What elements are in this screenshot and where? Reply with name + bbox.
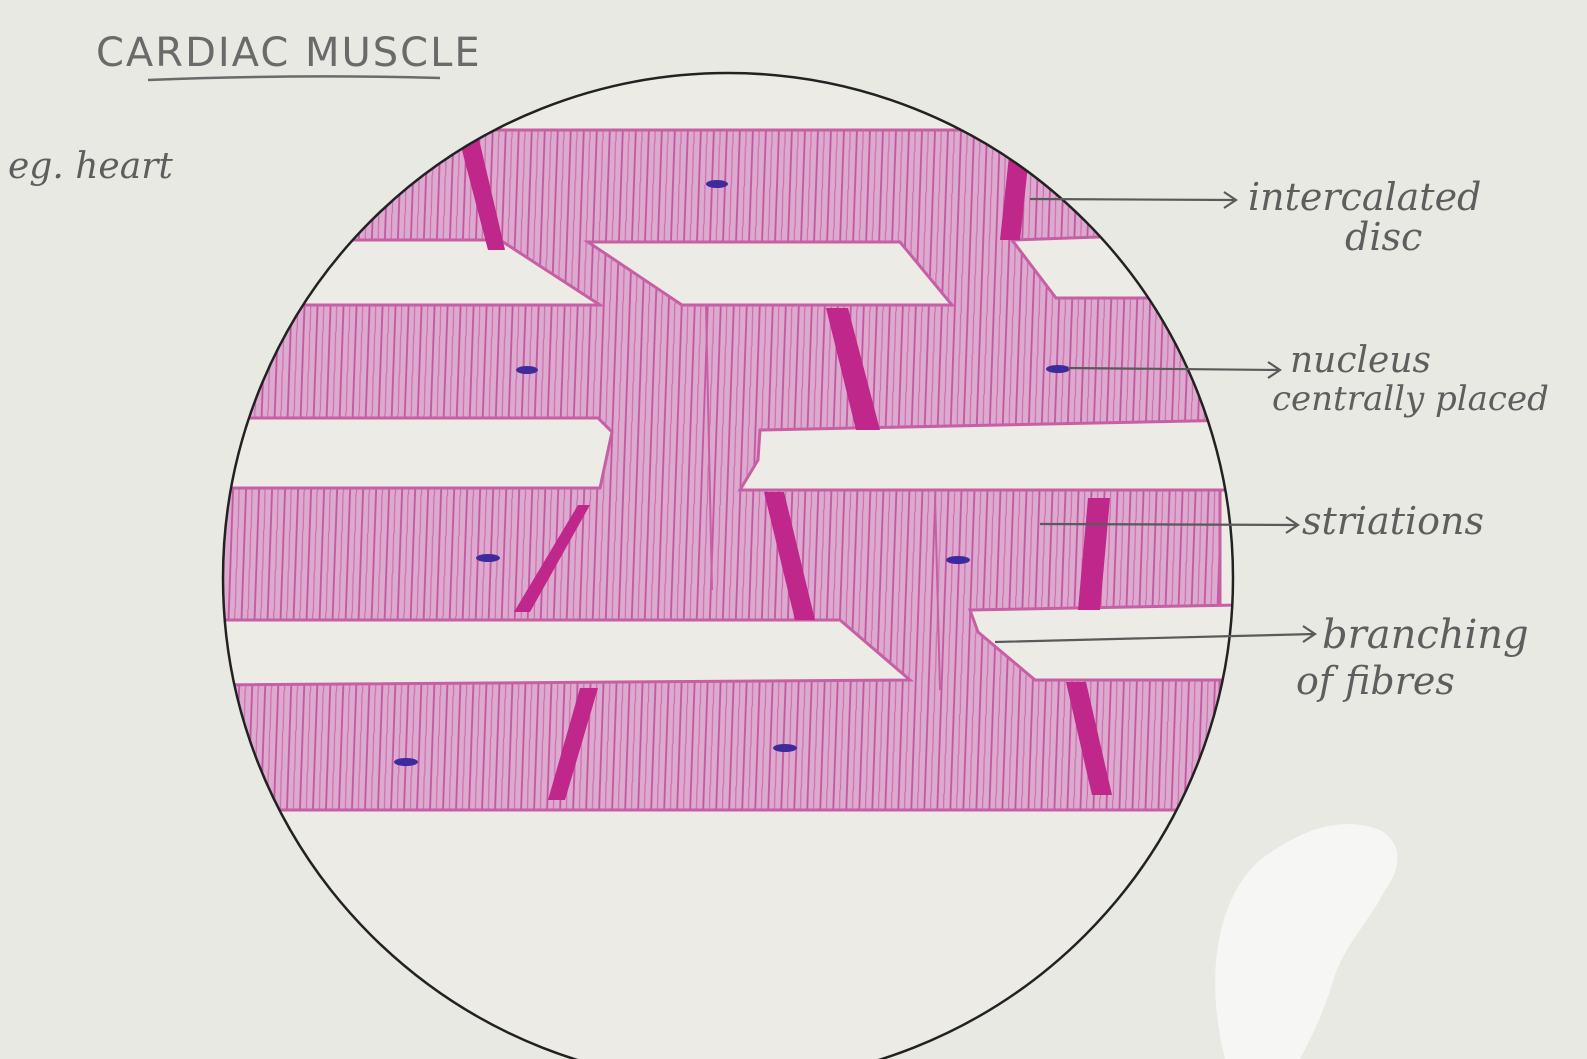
field-outline	[221, 71, 1235, 1059]
nucleus-dot	[1050, 174, 1070, 182]
label-branching-line-2: of fibres	[1296, 659, 1455, 703]
intercalated-disc-mark	[1078, 498, 1110, 610]
nucleus-dot	[1046, 365, 1070, 373]
intercalated-disc-mark	[826, 308, 880, 430]
pointer-nucleus	[1067, 361, 1282, 379]
label-striations: striations	[1302, 499, 1484, 543]
microscope-field	[221, 71, 1235, 1059]
intercalated-disc-mark	[1066, 682, 1112, 795]
nucleus-dot	[516, 366, 538, 374]
diagram-title: CARDIAC MUSCLE	[96, 30, 482, 76]
nucleus-dot	[476, 554, 500, 562]
fibre-edge	[934, 494, 941, 691]
label-intercalated-line-1: intercalated	[1248, 175, 1481, 219]
labels: intercalated disc nucleus centrally plac…	[1248, 175, 1549, 703]
intercalated-disc-mark	[548, 688, 598, 800]
muscle-fibres	[223, 128, 1233, 812]
label-nucleus-line-2: centrally placed	[1272, 379, 1549, 419]
gap-row-3-left	[223, 618, 915, 687]
nucleus-dot	[706, 180, 728, 188]
intercalated-disc-mark	[514, 505, 590, 612]
label-intercalated-line-2: disc	[1345, 215, 1422, 259]
nucleus-dot	[394, 758, 418, 766]
gap-row-2-left	[223, 416, 614, 490]
label-branching-line-1: branching	[1322, 612, 1529, 658]
example-text: eg. heart	[8, 146, 173, 187]
pointer-intercalated-disc	[1029, 191, 1238, 209]
pointer-striations	[1039, 516, 1300, 534]
nuclei	[394, 174, 1070, 766]
gap-row-3-right	[967, 603, 1233, 682]
pointer-branching	[994, 625, 1317, 644]
intercalated-disc-mark	[458, 135, 505, 250]
title-underline	[147, 75, 441, 82]
gap-row-1-center	[583, 240, 956, 307]
fibre-edge	[705, 304, 713, 591]
pointer-lines	[994, 191, 1317, 644]
nucleus-dot	[773, 744, 797, 752]
intercalated-disc-mark	[764, 492, 815, 620]
gap-row-2-right	[737, 418, 1233, 492]
nucleus-dot	[946, 556, 970, 564]
correction-smudge	[1215, 824, 1398, 1059]
label-nucleus-line-1: nucleus	[1290, 340, 1431, 381]
